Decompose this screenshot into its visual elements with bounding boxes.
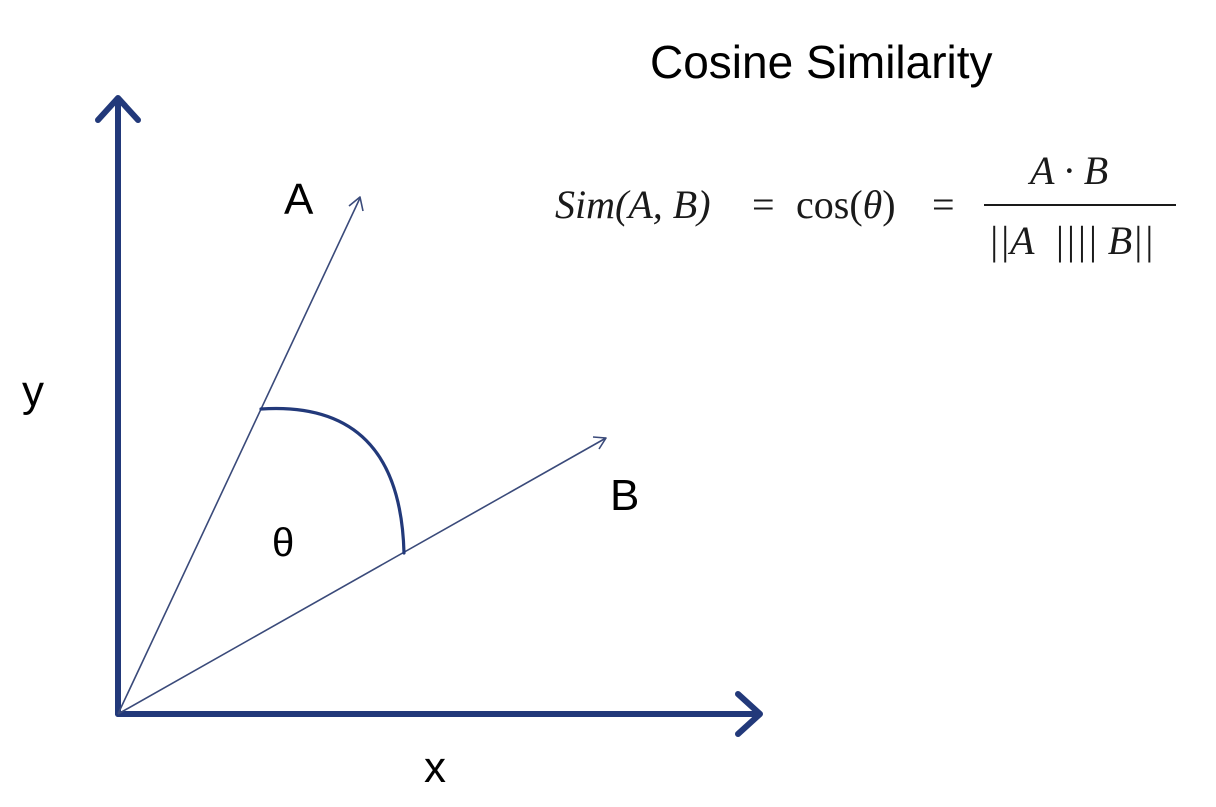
y-axis <box>95 95 141 717</box>
vector-b <box>117 436 607 715</box>
x-axis-arrowhead-icon <box>735 691 763 737</box>
vector-a <box>117 196 364 715</box>
formula-denominator: ||A |||| B|| <box>988 218 1154 263</box>
cosine-formula: Sim(A, B) = cos(θ) = A · B ||A |||| B|| <box>555 148 1176 263</box>
angle-theta-label: θ <box>272 521 294 565</box>
angle-arc <box>259 406 406 555</box>
y-axis-arrowhead-icon <box>95 95 141 123</box>
svg-text:Sim(A, B): Sim(A, B) <box>555 182 711 227</box>
formula-numerator: A · B <box>1027 148 1108 193</box>
formula-cos: cos( <box>796 182 863 227</box>
y-axis-label: y <box>22 367 44 416</box>
formula-theta: θ <box>863 182 883 227</box>
vector-b-arrowhead-icon <box>592 436 607 450</box>
formula-sim: Sim <box>555 182 615 227</box>
vector-a-arrowhead-icon <box>348 196 364 212</box>
vector-a-label: A <box>284 175 314 224</box>
formula-equals-1: = <box>752 182 775 227</box>
formula-args: (A, B) <box>615 182 711 227</box>
formula-equals-2: = <box>932 182 955 227</box>
x-axis <box>115 691 763 737</box>
vector-b-label: B <box>610 471 639 520</box>
formula-cos-close: ) <box>882 182 895 227</box>
x-axis-label: x <box>424 743 446 792</box>
svg-text:cos(θ): cos(θ) <box>796 182 896 227</box>
page-title: Cosine Similarity <box>650 36 993 88</box>
